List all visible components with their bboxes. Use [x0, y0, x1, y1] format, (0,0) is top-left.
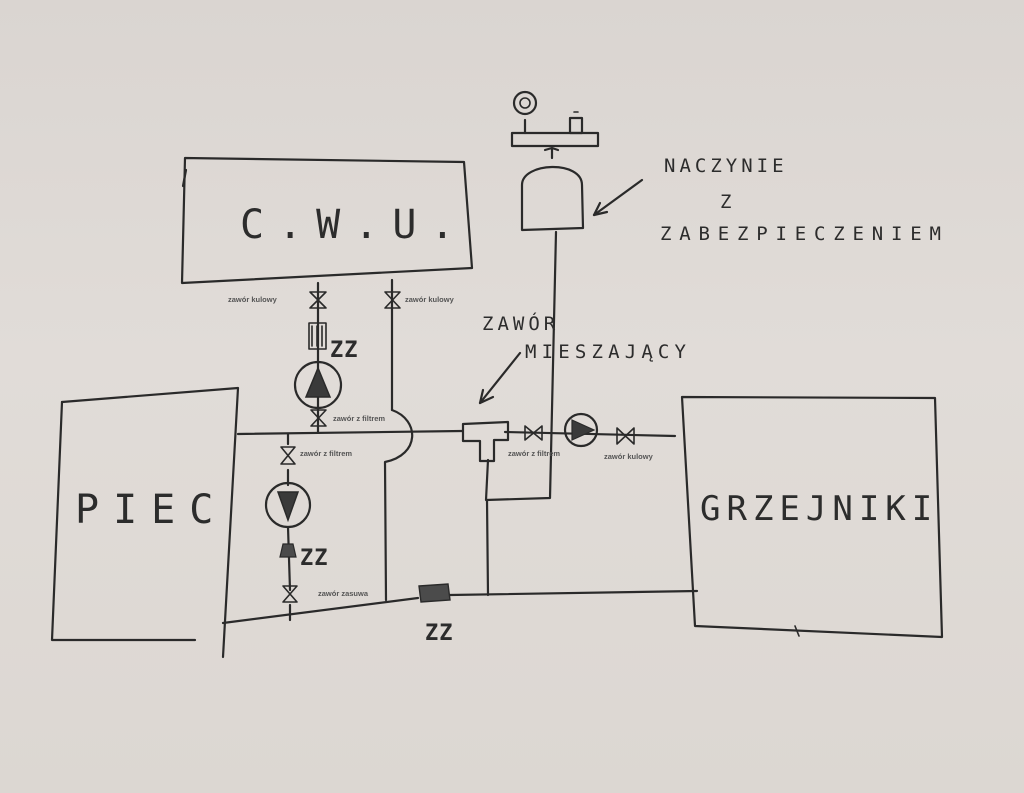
label-ball-valve-right: zawór kulowy [405, 295, 455, 304]
arrow-to-mixing-valve [478, 351, 522, 405]
check-valve-upper: ZZ [308, 322, 359, 363]
label-ball-valve-far-right: zawór kulowy [604, 452, 654, 461]
label-filter-valve-lower: zawór z filtrem [300, 449, 352, 458]
piec-box: PIEC [50, 386, 240, 659]
expansion-vessel [510, 90, 600, 232]
filter-valve-upper [310, 409, 327, 427]
zz-upper-label: ZZ [330, 338, 359, 363]
label-filter-valve-right: zawór z filtrem [508, 449, 560, 458]
label-filter-valve-upper: zawór z filtrem [333, 414, 385, 423]
label-ball-valve-left: zawór kulowy [228, 295, 278, 304]
cwu-label: C.W.U. [240, 202, 469, 248]
cwu-box: C.W.U. [180, 156, 474, 285]
grzejniki-box: GRZEJNIKI [680, 395, 944, 639]
pump-heating [563, 412, 599, 448]
gate-valve [282, 585, 298, 603]
zz-lower-label: ZZ [300, 546, 329, 571]
ball-valve-far-right [616, 427, 635, 445]
filter-valve-lower [280, 446, 296, 465]
filter-valve-right [524, 425, 543, 441]
check-valve-lower: ZZ [279, 543, 329, 571]
vessel-note-line1: NACZYNIE [664, 155, 788, 177]
label-gate-valve: zawór zasuwa [318, 589, 369, 598]
mixing-note-line1: ZAWÓR [482, 311, 559, 335]
pump-furnace [264, 481, 312, 529]
mixing-valve-note: ZAWÓR MIESZAJĄCY [482, 311, 690, 363]
ball-valve-right [384, 291, 401, 309]
mixing-valve [461, 420, 510, 463]
ball-valve-left [309, 291, 327, 309]
arrow-to-vessel [592, 178, 644, 217]
vessel-note-line3: ZABEZPIECZENIEM [660, 223, 945, 245]
zz-bottom-label: ZZ [425, 621, 454, 646]
grzejniki-label: GRZEJNIKI [700, 489, 938, 529]
vessel-note: NACZYNIE Z ZABEZPIECZENIEM [660, 155, 945, 245]
check-valve-bottom: ZZ [418, 583, 454, 646]
mixing-note-line2: MIESZAJĄCY [525, 341, 690, 363]
pipes [221, 230, 699, 625]
pump-cwu [293, 360, 343, 410]
piec-label: PIEC [75, 487, 227, 533]
vessel-note-line2: Z [720, 191, 735, 213]
